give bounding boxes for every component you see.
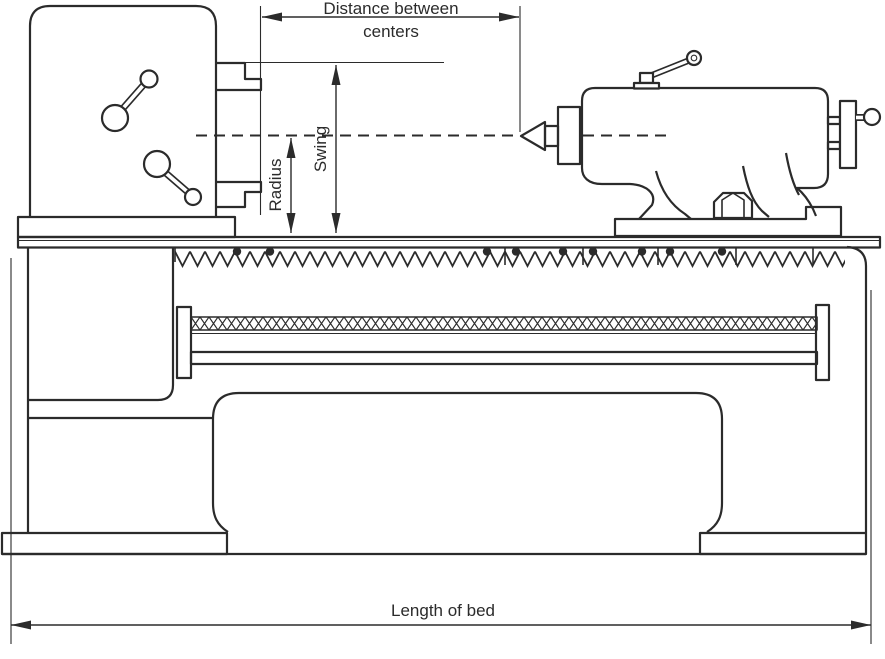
spindle-bar-upper xyxy=(826,115,842,126)
arrowhead-down xyxy=(331,213,341,233)
swing-label: Swing xyxy=(311,126,330,172)
dimension-radius: Radius xyxy=(266,138,296,233)
headstock-upper-lever xyxy=(100,69,159,133)
gearbox xyxy=(28,248,175,402)
extension-lines xyxy=(10,6,872,644)
tailstock-web-curve-1 xyxy=(654,170,692,220)
quill xyxy=(543,124,560,148)
bed-rack xyxy=(175,250,845,268)
chuck xyxy=(216,61,263,209)
arrowhead-left xyxy=(262,12,282,22)
tailstock-body xyxy=(580,86,830,220)
tailstock xyxy=(519,49,882,238)
left-foot xyxy=(0,531,229,556)
length-of-bed-label: Length of bed xyxy=(391,601,495,620)
dimension-distance-between-centers: Distance between centers xyxy=(262,0,519,41)
radius-label: Radius xyxy=(266,159,285,212)
right-foot xyxy=(698,531,868,556)
lever-post-base xyxy=(632,81,661,90)
dead-center xyxy=(519,120,547,152)
handwheel-rim xyxy=(838,99,858,170)
tailstock-web-curve-3 xyxy=(784,152,800,196)
tailstock-web-curve-2 xyxy=(741,165,770,218)
quill-housing xyxy=(556,105,582,166)
leadscrew-left-bracket xyxy=(175,305,193,380)
arrowhead-left xyxy=(11,620,31,630)
bed-rack-dividers xyxy=(504,248,814,265)
arrowhead-down xyxy=(286,213,296,233)
spindle-bar-lower xyxy=(826,140,842,151)
chuck-top-jaw xyxy=(216,61,263,92)
arrowhead-up xyxy=(331,65,341,85)
lever-hub xyxy=(100,103,130,133)
distance-between-centers-label-line2: centers xyxy=(363,22,419,41)
lever-washer xyxy=(685,49,703,67)
rack-pin-dots xyxy=(232,247,727,256)
bed xyxy=(16,235,882,268)
arrowhead-up xyxy=(286,138,296,158)
headstock-base-plate xyxy=(16,215,237,239)
arrowhead-right xyxy=(499,12,519,22)
cabinet xyxy=(211,391,724,533)
feed-rod xyxy=(189,350,819,366)
machine-base xyxy=(0,245,868,556)
handwheel-knob xyxy=(862,107,882,127)
dimension-length-of-bed: Length of bed xyxy=(11,601,871,630)
lever-washer-hole xyxy=(690,54,698,62)
lever-hub xyxy=(142,149,172,179)
tailstock-clamp-nut xyxy=(712,191,754,220)
headstock xyxy=(16,4,263,239)
right-pedestal-edge xyxy=(846,245,868,533)
lever-knob xyxy=(139,69,159,89)
leadscrew-right-bracket xyxy=(814,303,831,382)
tailstock-base-plate xyxy=(613,205,843,238)
chuck-bottom-jaw xyxy=(216,180,263,209)
tailstock-lock-lever xyxy=(632,49,703,90)
dimension-swing: Swing xyxy=(311,65,341,233)
leadscrew-thread xyxy=(191,317,817,330)
bed-top-plate xyxy=(16,235,882,249)
headstock-body xyxy=(28,4,218,217)
headstock-lower-lever xyxy=(142,149,203,207)
distance-between-centers-label-line1: Distance between xyxy=(323,0,458,18)
arrowhead-right xyxy=(851,620,871,630)
lever-knob xyxy=(183,187,203,207)
lever-post xyxy=(638,71,655,85)
drive-train xyxy=(175,303,831,382)
tailstock-handwheel xyxy=(826,99,882,170)
